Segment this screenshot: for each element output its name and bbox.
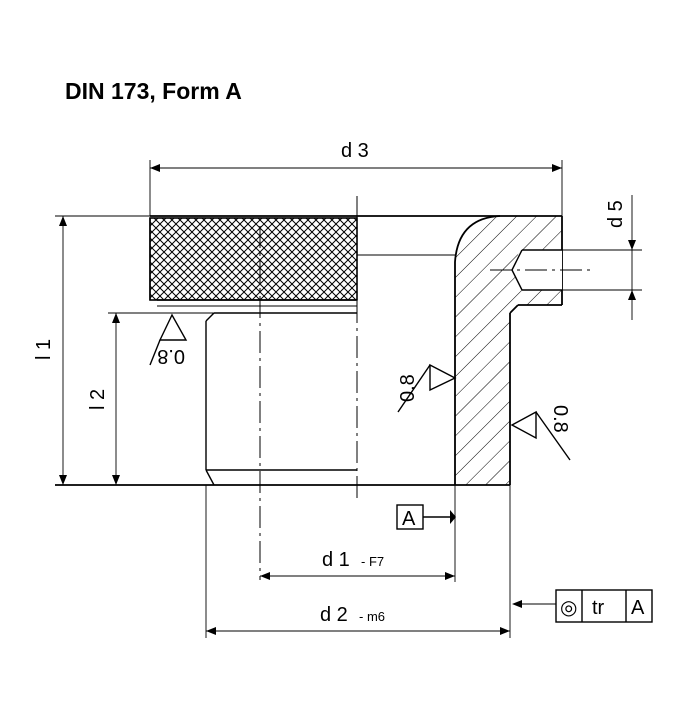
label-tolerance-value: tr (592, 597, 605, 619)
label-d2: d 2 (320, 604, 348, 626)
section-hatching (454, 215, 590, 485)
label-d3: d 3 (341, 140, 369, 162)
label-concentricity-symbol: ◎ (560, 597, 577, 619)
label-l1: l 1 (33, 339, 55, 360)
label-d5: d 5 (605, 200, 627, 228)
label-l2: l 2 (87, 389, 109, 410)
dimension-l1: l 1 (33, 215, 150, 485)
dimension-d5: d 5 (562, 195, 642, 320)
surface-finish-outer: 0.8 (510, 405, 571, 461)
dimension-d1: d 1 - F7 (260, 485, 456, 582)
dimension-d3: d 3 (149, 140, 563, 216)
label-datum-a: A (402, 508, 416, 530)
dimension-d2: d 2 - m6 (205, 485, 511, 638)
dimension-l2: l 2 (87, 312, 206, 485)
datum-a: A (396, 504, 456, 530)
label-d2-tolerance: - m6 (359, 609, 385, 624)
label-d1-tolerance: - F7 (361, 554, 384, 569)
label-d1: d 1 (322, 549, 350, 571)
tolerance-frame: ◎ tr A (512, 589, 653, 623)
drawing-title: DIN 173, Form A (65, 78, 242, 104)
label-tolerance-datum: A (631, 597, 645, 619)
label-finish-top: 0.8 (157, 345, 185, 367)
label-finish-bore: 0.8 (397, 374, 419, 402)
center-lines (259, 196, 455, 580)
surface-finish-top: 0.8 (149, 313, 188, 367)
knurled-head (149, 217, 358, 314)
surface-finish-bore: 0.8 (397, 363, 457, 413)
label-finish-outer: 0.8 (549, 405, 571, 433)
